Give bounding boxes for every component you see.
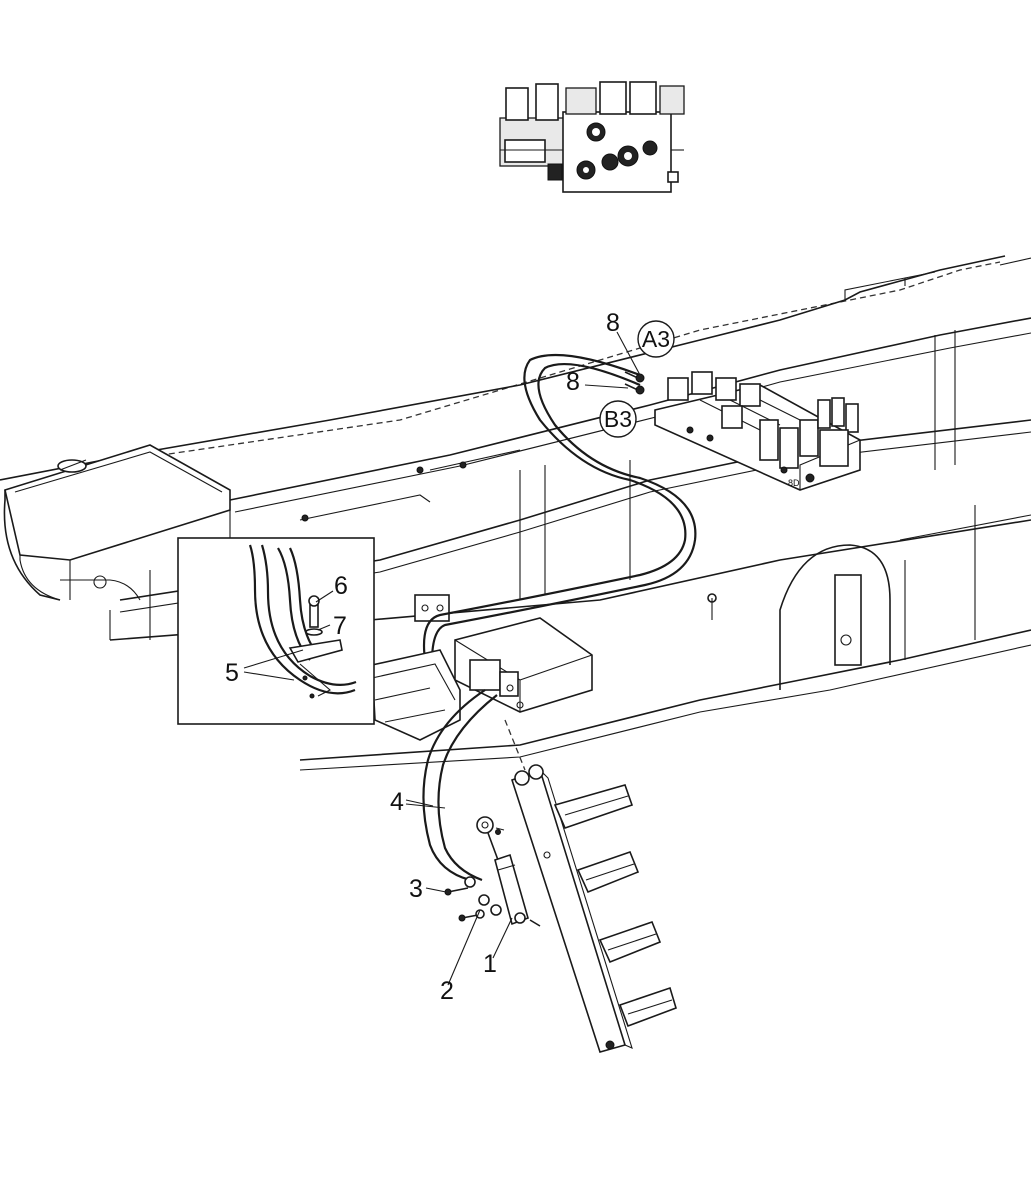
hydraulic-hoses <box>422 353 697 663</box>
callout-circle-b3 <box>599 400 637 438</box>
port-label-a3: A3 <box>642 326 670 352</box>
svg-text:8D: 8D <box>788 478 800 488</box>
cover-box <box>371 617 593 741</box>
cylinder-hoses <box>422 689 498 906</box>
control-valve: 8D <box>654 371 861 491</box>
part-label-2: 2 <box>440 977 454 1005</box>
fuel-tank <box>3 444 231 601</box>
mount-line <box>504 719 526 771</box>
part-label-7: 7 <box>333 612 347 640</box>
part-label-8-lower: 8 <box>566 368 580 396</box>
part-label-5: 5 <box>225 659 239 687</box>
part-label-1: 1 <box>483 950 497 978</box>
detail-inset <box>177 537 375 725</box>
valve-block-thumbnail <box>499 81 685 193</box>
access-ladder <box>510 764 677 1053</box>
hydraulic-cylinder <box>444 816 541 927</box>
leader-lines <box>243 331 641 986</box>
callout-circle-a3 <box>637 320 675 358</box>
port-label-b3: B3 <box>604 406 632 432</box>
part-label-8-upper: 8 <box>606 309 620 337</box>
part-label-6: 6 <box>334 572 348 600</box>
part-label-4: 4 <box>390 788 404 816</box>
part-label-3: 3 <box>409 875 423 903</box>
